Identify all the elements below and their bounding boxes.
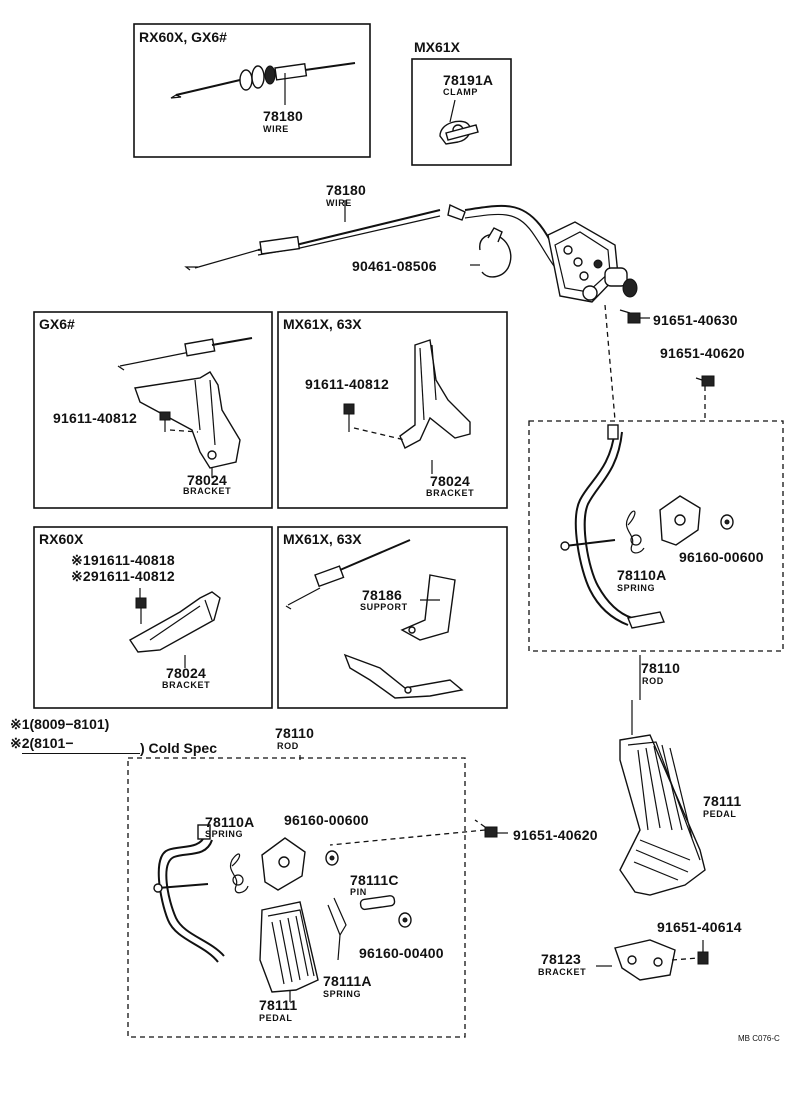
note-cold-spec: ) Cold Spec (140, 740, 218, 756)
part-number-rx-78024: 78024 (166, 665, 206, 681)
bolt-icon (343, 403, 406, 441)
part-name-wire-main: WIRE (326, 198, 352, 208)
box-title-mx61x-63x-a: MX61X, 63X (283, 316, 362, 332)
part-number-right-78110a: 78110A (617, 567, 667, 583)
box-title-gx6: GX6# (39, 316, 75, 332)
part-name-rx-bracket: BRACKET (162, 680, 211, 690)
support-wire-icon (285, 539, 411, 610)
box-mx61x-63x-a-frame (277, 311, 508, 509)
box-gx6-frame (33, 311, 273, 509)
pedal-icon (619, 700, 706, 896)
part-number-rx-bolt2: ※291611-40812 (71, 568, 175, 584)
bolt-icon (697, 940, 709, 965)
part-number-right-78110: 78110 (641, 660, 681, 676)
part-number-low-96160-00600: 96160-00600 (284, 812, 369, 828)
lower-assembly-dashed-frame (127, 757, 466, 1038)
part-number-low-78110a: 78110A (205, 814, 255, 830)
nut-icon (720, 514, 734, 530)
part-number-right-78111: 78111 (703, 793, 742, 809)
part-name-right-pedal: PEDAL (703, 809, 737, 819)
part-number-91651-40630: 91651-40630 (653, 312, 738, 328)
part-number-78111a: 78111A (323, 973, 372, 989)
box-title-rx60x: RX60X (39, 531, 84, 547)
spring-icon (327, 897, 347, 961)
part-number-rx-bolt1: ※191611-40818 (71, 552, 175, 568)
part-number-78191a: 78191A (443, 72, 494, 88)
clip-icon (470, 227, 512, 278)
note-1: ※1(8009−8101) (10, 716, 110, 732)
part-name-pin: PIN (350, 887, 367, 897)
main-wire-icon (184, 200, 563, 271)
part-name-right-spring: SPRING (617, 583, 656, 593)
bracket-icon (614, 939, 699, 981)
pedal-icon (259, 901, 319, 1002)
bracket-icon (128, 591, 221, 668)
bracket-icon (134, 371, 241, 478)
part-name-lower-bracket: BRACKET (538, 967, 587, 977)
rod-icon (560, 424, 665, 700)
bracket-icon (659, 495, 701, 546)
bracket-icon (399, 339, 471, 474)
bracket-icon (261, 837, 306, 891)
part-number-low-78110: 78110 (275, 725, 315, 741)
part-name-low-spring2: SPRING (323, 989, 362, 999)
box-mx61x-frame (411, 58, 512, 166)
part-number-78111c: 78111C (350, 872, 399, 888)
part-number-mid-91651-40620: 91651-40620 (513, 827, 598, 843)
part-number-mx-91611-40812: 91611-40812 (305, 376, 389, 392)
part-number-91651-40614: 91651-40614 (657, 919, 742, 935)
box-mx61x-63x-b-frame (277, 526, 508, 709)
bolt-icon (135, 588, 147, 624)
reference-code: MB C076-C (738, 1034, 780, 1043)
part-name-mx-bracket: BRACKET (426, 488, 475, 498)
box-rx60x-gx6-frame (133, 23, 371, 158)
part-name-right-rod: ROD (642, 676, 664, 686)
part-number-78180-main: 78180 (326, 182, 366, 198)
part-number-96160-00400: 96160-00400 (359, 945, 444, 961)
part-number-78123: 78123 (541, 951, 581, 967)
part-name-low-rod: ROD (277, 741, 299, 751)
bolt-icon (695, 375, 715, 420)
clamp-icon (439, 99, 479, 145)
bolt-icon (329, 819, 508, 846)
wire-icon (170, 62, 356, 105)
part-number-low-78111: 78111 (259, 997, 298, 1013)
spring-icon (626, 510, 645, 554)
support-icon (400, 574, 456, 641)
gx6-wire-icon (117, 337, 253, 371)
part-name-wire-small: WIRE (263, 124, 289, 134)
part-number-gx6-78024: 78024 (187, 472, 227, 488)
part-name-gx6-bracket: BRACKET (183, 486, 232, 496)
part-name-low-spring: SPRING (205, 829, 244, 839)
part-name-support: SUPPORT (360, 602, 408, 612)
part-number-mx-78024: 78024 (430, 473, 470, 489)
nut-icon (325, 850, 339, 866)
note-2-underline (22, 753, 140, 754)
nut-icon (398, 912, 412, 928)
box-title-rx60x-gx6: RX60X, GX6# (139, 29, 227, 45)
pin-icon (359, 895, 396, 911)
spring-icon (230, 853, 249, 894)
part-number-gx6-91611-40812: 91611-40812 (53, 410, 137, 426)
floor-bracket-icon (343, 653, 464, 699)
box-title-mx61x: MX61X (414, 39, 460, 55)
bolt-icon (159, 411, 199, 433)
part-number-78186: 78186 (362, 587, 402, 603)
part-number-78180-small: 78180 (263, 108, 303, 124)
part-number-91651-40620-top: 91651-40620 (660, 345, 745, 361)
part-number-right-96160-00600: 96160-00600 (679, 549, 764, 565)
part-number-90461-08506: 90461-08506 (352, 258, 437, 274)
box-rx60x-frame (33, 526, 273, 709)
box-title-mx61x-63x-b: MX61X, 63X (283, 531, 362, 547)
bolt-icon (619, 309, 650, 324)
part-name-clamp: CLAMP (443, 87, 478, 97)
rod-icon (153, 824, 225, 963)
right-assembly-dashed-frame (528, 420, 784, 652)
note-2: ※2(8101− (10, 735, 74, 751)
part-name-low-pedal: PEDAL (259, 1013, 293, 1023)
linkage-bracket-icon (547, 221, 638, 421)
